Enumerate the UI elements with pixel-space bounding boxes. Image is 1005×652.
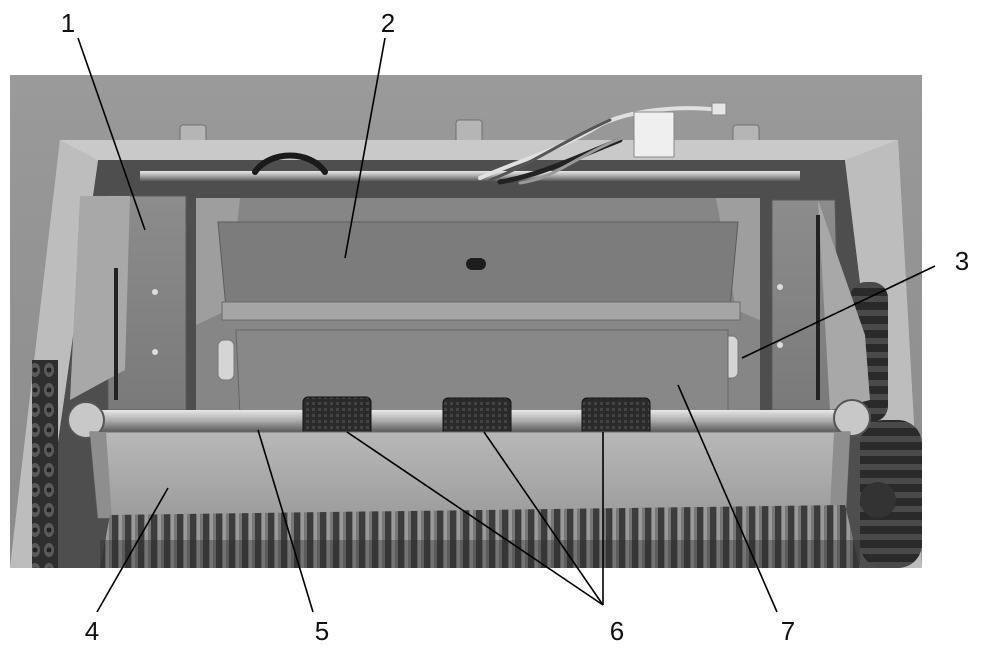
- hopper-rail: [221, 301, 741, 321]
- left-spring-clip: [217, 339, 235, 381]
- leader-line-2: [344, 37, 386, 259]
- cutter-shadow: [100, 540, 860, 568]
- callout-labels: 1 2 3 4 5 6 7: [61, 8, 969, 646]
- left-plate-bracket: [70, 196, 130, 400]
- callout-6: 6: [610, 616, 624, 646]
- leader-line-1: [77, 37, 146, 231]
- front-plate-lip-right: [830, 432, 850, 508]
- wire-connector: [633, 111, 675, 158]
- small-connector: [711, 102, 727, 116]
- right-gear-hub: [860, 482, 896, 518]
- hopper-slot: [466, 258, 486, 270]
- callout-4: 4: [85, 616, 99, 646]
- callout-5: 5: [315, 616, 329, 646]
- leader-line-3: [741, 265, 936, 359]
- front-plate: [89, 431, 851, 519]
- leader-line-5: [257, 429, 314, 613]
- callout-7: 7: [781, 616, 795, 646]
- callout-1: 1: [61, 8, 75, 38]
- shaft-end-left: [67, 401, 105, 439]
- callout-2: 2: [381, 8, 395, 38]
- top-rod: [140, 171, 800, 181]
- plate-screw: [152, 289, 158, 295]
- callout-3: 3: [955, 246, 969, 276]
- leader-line-7: [677, 384, 778, 613]
- leader-line-6a: [346, 431, 604, 606]
- machine-photo: [10, 75, 922, 568]
- plate-screw: [777, 342, 783, 348]
- leader-line-4: [96, 487, 169, 613]
- right-plate-bracket: [818, 200, 870, 410]
- plate-screw: [777, 284, 783, 290]
- left-chain: [32, 360, 58, 568]
- front-plate-lip: [90, 432, 112, 518]
- cutter-teeth: [100, 505, 860, 568]
- shaft-end-right: [833, 399, 871, 437]
- leader-line-6b: [483, 431, 604, 606]
- leader-lines: [77, 37, 936, 613]
- plate-screw: [152, 349, 158, 355]
- wire-harness: [252, 106, 722, 185]
